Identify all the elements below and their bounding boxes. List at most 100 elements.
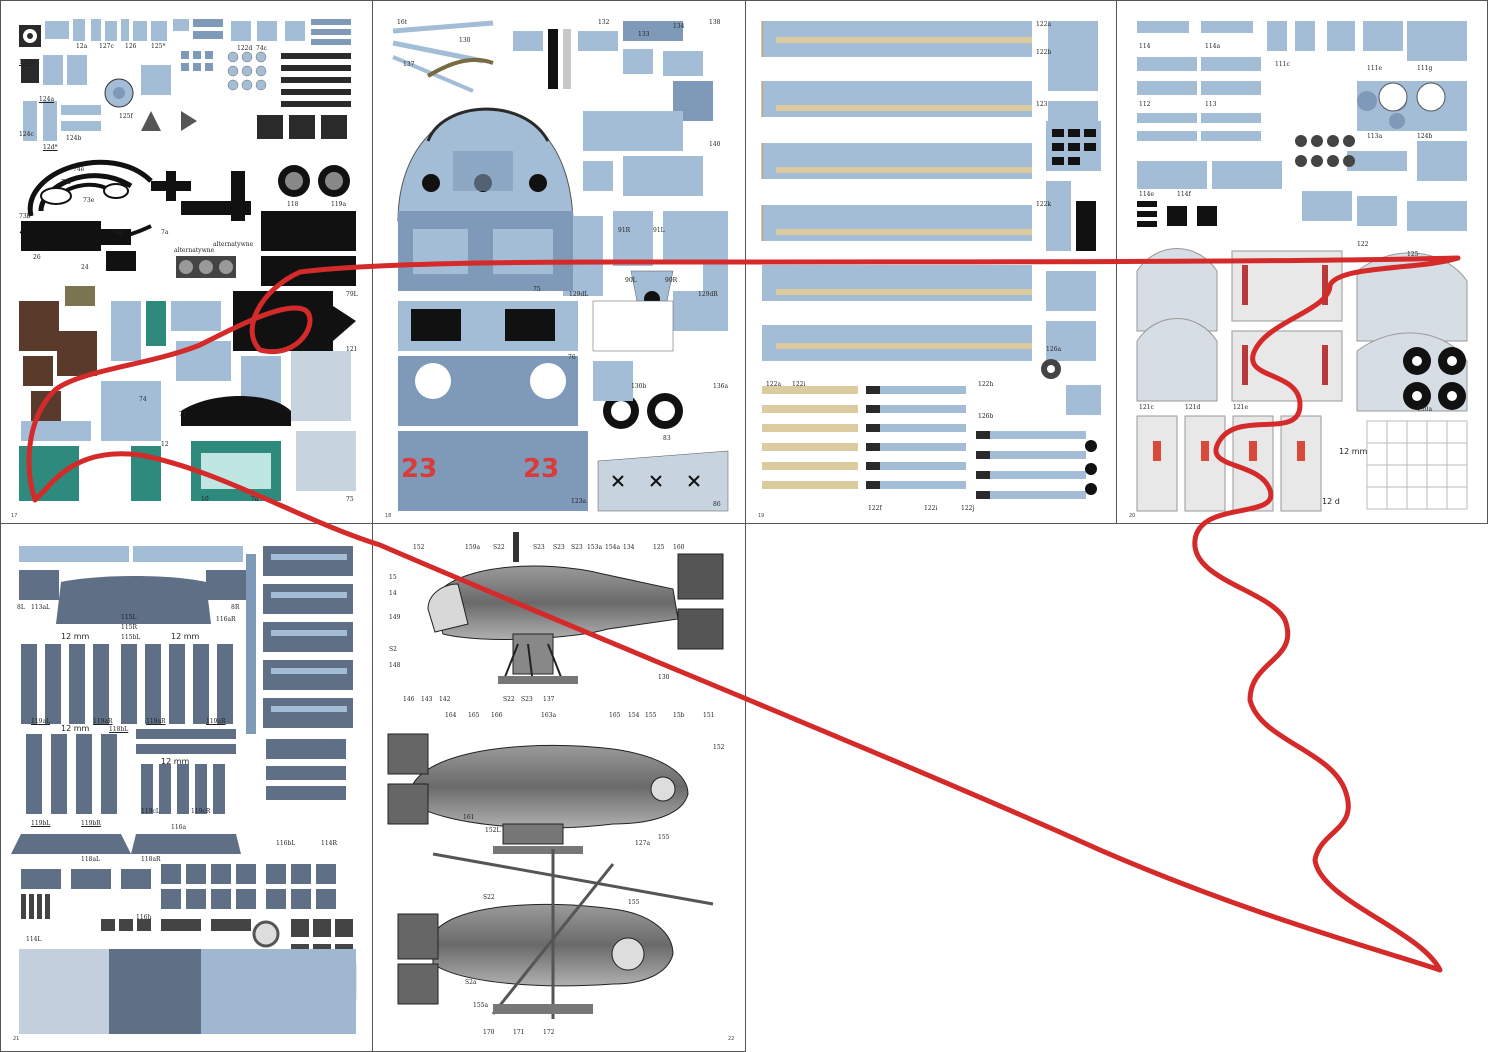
part-label: 126: [125, 43, 137, 50]
callout: 160: [673, 544, 685, 551]
fuselage-number: 23: [401, 454, 438, 484]
callout: 165: [468, 712, 480, 719]
part-label: 114e: [1139, 191, 1155, 198]
part-label: 8R: [231, 604, 240, 611]
part-label: 124b: [66, 135, 82, 142]
part-label: 122a: [1036, 21, 1052, 28]
sheet-3: 122a 122b 123 122k 122a 122i 122h 126b 1…: [745, 0, 1117, 524]
part-label: 125f: [119, 113, 133, 120]
part-label: 74f: [61, 179, 71, 186]
part-label: 91R: [618, 227, 631, 234]
part-label: 119cR: [191, 808, 211, 815]
part-label: 114f: [1177, 191, 1191, 198]
part-label: 71: [179, 411, 187, 418]
part-label: 118aR: [141, 856, 161, 863]
part-label: 111c: [1275, 61, 1290, 68]
part-label: 119bR: [81, 820, 101, 827]
part-label: 74c: [256, 45, 267, 52]
page-number: 17: [11, 513, 18, 519]
part-label: 16t: [397, 19, 408, 26]
part-label: 140: [709, 141, 721, 148]
part-label: 130: [459, 37, 471, 44]
part-label: 122f: [868, 505, 882, 512]
callout: 152: [413, 544, 425, 551]
part-label: 116bL: [276, 840, 296, 847]
callout: 15: [389, 574, 397, 581]
page-number: 18: [385, 513, 392, 519]
sheet-2: 23 23 16t 130 137 132 133 134 138 140 90…: [372, 0, 746, 524]
callout: 143: [421, 696, 433, 703]
part-label: 113: [1205, 101, 1217, 108]
callout: 127a: [635, 840, 651, 847]
part-label: 124b: [1417, 133, 1433, 140]
part-label: 127c: [99, 43, 114, 50]
callout: 153a: [587, 544, 603, 551]
part-label: 116h: [136, 914, 152, 921]
callout: S22: [483, 894, 495, 901]
part-label: 119aR: [206, 718, 226, 725]
size-note: 12 mm: [171, 632, 200, 641]
page-number: 22: [728, 1036, 735, 1042]
part-label: 122b: [1036, 49, 1052, 56]
callout: 151: [703, 712, 715, 719]
callout: 165: [609, 712, 621, 719]
part-label: 111e: [1367, 65, 1383, 72]
callout: 155a: [473, 1002, 489, 1009]
part-label: 116aR: [216, 616, 236, 623]
sheet-1-parts: [19, 19, 356, 501]
callout: 164: [445, 712, 457, 719]
part-label: 125: [1407, 251, 1419, 258]
part-label: 123a: [571, 498, 587, 505]
part-label: 122i: [792, 381, 806, 388]
part-label: 122a: [766, 381, 782, 388]
helicopter-views: [387, 532, 724, 1019]
part-label: 76: [568, 354, 576, 361]
callout: S2: [389, 646, 397, 653]
part-label: 116a: [171, 824, 187, 831]
callout: 146: [403, 696, 415, 703]
part-label: 129dL: [569, 291, 589, 298]
callout: S22: [503, 696, 515, 703]
part-label: 113aL: [31, 604, 51, 611]
part-label: 119a: [331, 201, 347, 208]
part-label: 91L: [653, 227, 665, 234]
part-label: 115R: [121, 624, 137, 631]
part-label: 73b: [19, 213, 31, 220]
part-label: 121e: [1233, 404, 1249, 411]
callout: 130: [658, 674, 670, 681]
part-label: 122j: [961, 505, 975, 512]
callout: 152L: [485, 827, 501, 834]
callout: 159a: [465, 544, 481, 551]
part-label: 137: [403, 61, 415, 68]
callout: 148: [389, 662, 401, 669]
part-label: 122: [1357, 241, 1369, 248]
part-label: 7a: [161, 229, 169, 236]
callout: 142: [439, 696, 451, 703]
part-label: 118bL: [109, 726, 129, 733]
part-label: 119aR: [93, 718, 113, 725]
part-label: 119aR: [146, 718, 166, 725]
part-label: 75: [346, 496, 354, 503]
page-number: 19: [758, 513, 765, 519]
part-label: 115L: [121, 614, 137, 621]
callout: 170: [483, 1029, 495, 1036]
part-label: 73e: [83, 197, 95, 204]
part-label: 26: [33, 254, 41, 261]
part-label: 122d: [237, 45, 253, 52]
part-label: 79L: [346, 291, 358, 298]
callout: 15b: [673, 712, 685, 719]
callout: S2a: [465, 979, 477, 986]
part-label: 12: [161, 441, 169, 448]
part-label: 124c: [19, 131, 34, 138]
part-label: 132: [598, 19, 610, 26]
callout: 171: [513, 1029, 525, 1036]
sheet-2-parts: [392, 20, 729, 512]
part-label: 123: [1036, 101, 1048, 108]
part-label: 126b: [978, 413, 994, 420]
part-label: 7d: [251, 496, 259, 503]
part-label: 129dR: [698, 291, 718, 298]
page-number: 21: [13, 1036, 20, 1042]
callout: 152: [713, 744, 725, 751]
sheet-5: 8L 113aL 8R 116aR 115L 115R 115bL 12 mm …: [0, 523, 373, 1052]
grid-label: 12 d: [1322, 497, 1340, 506]
